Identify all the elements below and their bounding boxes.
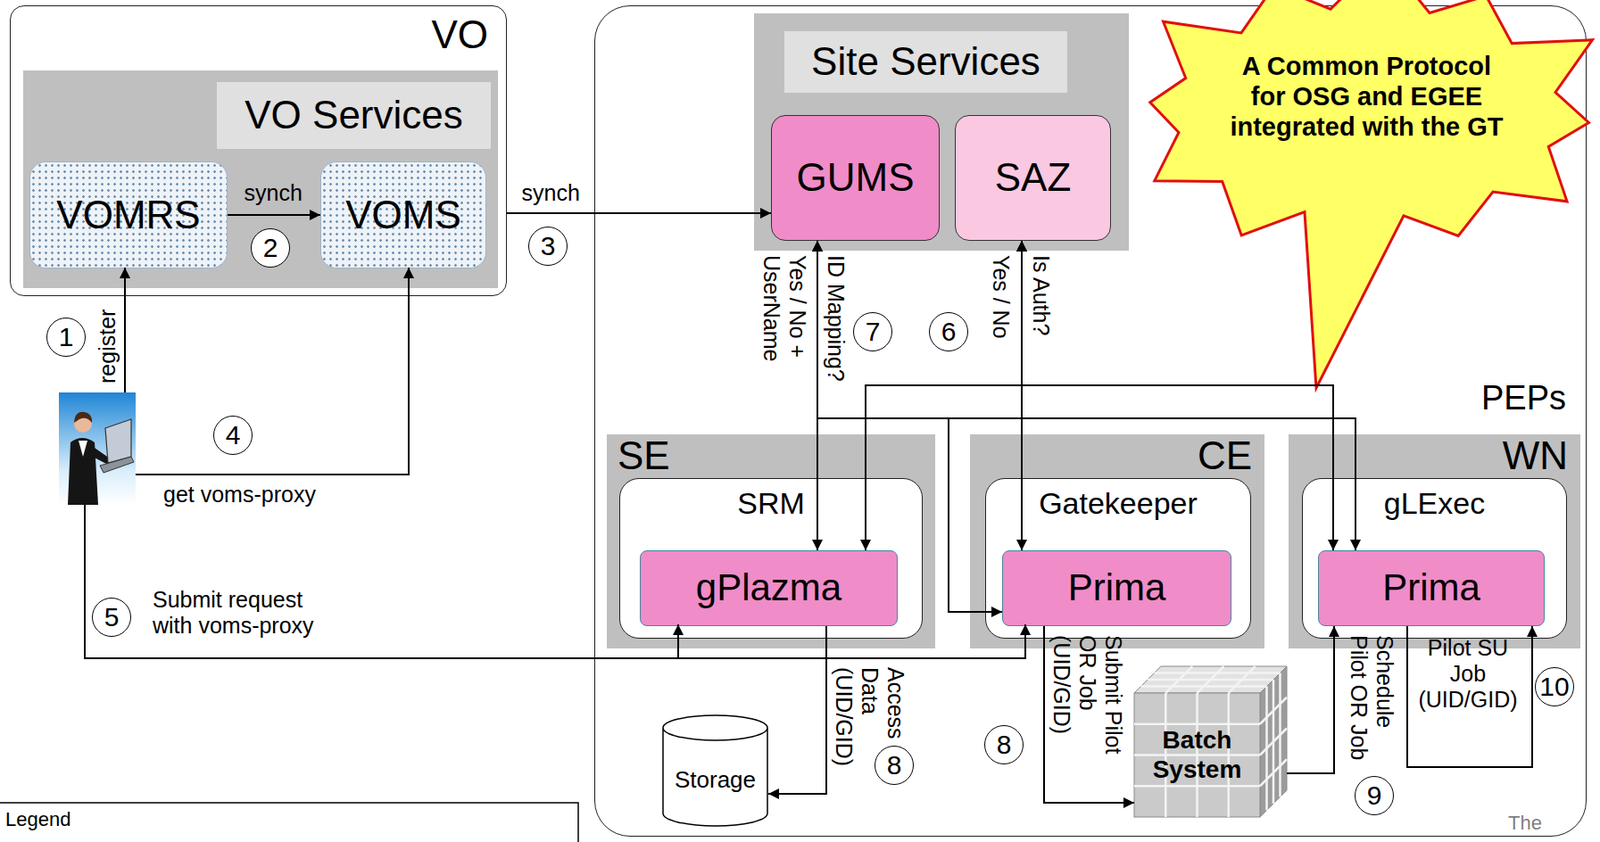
callout-number: 5 [91,597,132,638]
site-service-box: GUMS [770,115,940,241]
node-label: VOMS [345,192,462,239]
node-label: VO Services [216,82,491,150]
cube-front [1134,693,1261,818]
connector [768,626,827,795]
callout-number: 2 [250,228,291,268]
services-band: Site ServicesGUMS SAZ [754,13,1129,251]
node-label: Site Services [784,31,1068,93]
service-box: SRM gPlazma [619,478,923,639]
cube-gap [1278,673,1282,798]
cube-gap [1134,785,1261,788]
user-hair [74,412,92,423]
edge-label: Pilot SU Job (UID/GID) [1409,635,1526,713]
note-label: register [94,309,121,384]
edge-label: Schedule Pilot OR Job [1346,635,1399,765]
note-label: Yes / No [987,255,1014,340]
element-band: CEGatekeeperPrima [969,434,1265,649]
node-label: VOMRS [56,192,200,239]
cube-gap [1272,679,1276,805]
connector [1021,240,1334,551]
node-label: VO [431,13,489,57]
connector [865,240,1022,551]
service-box: gLExecPrima [1301,478,1567,639]
cube-gap [1228,666,1256,694]
pep-module: gPlazma [639,550,898,627]
callout-number: 4 [213,415,253,456]
legend-frame [0,803,579,842]
edge-label: synch [244,180,303,207]
site-service-box: SAZ [954,115,1111,241]
cube-gap [1154,671,1281,675]
node-label: Storage [674,767,756,795]
callout-number: 3 [528,226,568,266]
edge-label: Submit Pilot OR Job (UID/GID) [1049,635,1127,765]
node-label: SAZ [994,155,1072,201]
edge-label: ID Mapping? [822,255,849,382]
node-label: Batch System [1139,726,1256,784]
callout-star: A Common Protocol for OSG and EGEE integ… [1133,0,1600,277]
node-label: SRM [737,486,805,522]
submit-branch-line [677,624,680,659]
callout-number: 6 [928,312,969,352]
user-shirt [78,440,88,457]
element-band: SE SRM gPlazma [606,434,936,649]
star-outline [1150,0,1593,389]
connector [1407,626,1533,768]
node-label: GUMS [796,155,915,201]
laptop-base [99,456,134,473]
node-label: gPlazma [696,566,842,610]
note-label: The [1508,812,1542,835]
node-label: CE [1197,436,1252,476]
pep-module: Prima [1318,550,1545,627]
batch-system: Batch System [1134,666,1287,818]
cube-gap [1147,679,1274,682]
node-label: SE [617,436,671,476]
node-label: Prima [1382,566,1481,610]
connector [817,240,1003,613]
node-label: gLExec [1384,486,1485,522]
callout-number: 8 [984,725,1024,765]
connector [817,240,1356,551]
callout-number: 1 [46,317,86,357]
connector [1286,626,1335,774]
callout-number: 9 [1354,776,1394,816]
note-label: Yes / No + UserName [759,255,812,372]
node-label: PEPs [1481,379,1567,419]
note-label: Submit request with voms-proxy [152,587,332,639]
connector [227,214,321,216]
storage-cylinder: Storage [662,714,769,828]
node-label: A Common Protocol for OSG and EGEE integ… [1226,51,1508,143]
vo-service-box: VOMS [320,161,487,269]
node-label: Prima [1068,566,1167,610]
register-line [124,267,126,393]
user-icon [58,392,136,506]
node-label: WN [1502,436,1568,476]
edge-label: synch [522,180,581,207]
service-box: GatekeeperPrima [985,478,1252,639]
callout-number: 10 [1534,667,1575,707]
callout-number: 8 [874,746,914,786]
cube-gap [1260,759,1287,787]
node-label: Gatekeeper [1038,486,1198,522]
cylinder-outline [663,715,768,827]
note-label: Legend [5,808,71,831]
pep-module: Prima [1002,550,1232,627]
connector [506,212,771,215]
cube-side [1260,666,1287,818]
vo-service-box: VOMRS [29,161,228,269]
submit-line [84,505,1026,659]
user-icon-ground [58,392,136,506]
laptop-screen [105,419,132,464]
edge-label: Is Auth? [1027,255,1054,336]
callout-number: 7 [853,312,893,352]
note-label: get voms-proxy [163,481,316,508]
proxy-line [135,267,409,475]
connector [1044,626,1135,804]
